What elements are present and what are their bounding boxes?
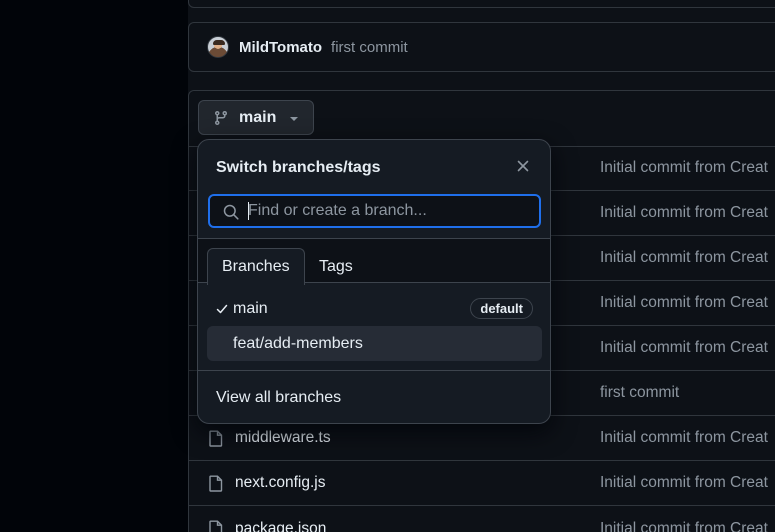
latest-commit-bar: MildTomato first commit xyxy=(188,22,775,72)
file-commit-message[interactable]: Initial commit from Creat xyxy=(600,429,768,446)
default-badge: default xyxy=(470,298,533,319)
file-icon xyxy=(209,475,223,492)
table-row[interactable]: package.json Initial commit from Creat xyxy=(189,506,775,532)
git-branch-icon xyxy=(214,110,227,125)
branch-item-feat-add-members[interactable]: feat/add-members xyxy=(207,326,542,361)
file-icon xyxy=(209,430,223,447)
file-list-header: main xyxy=(189,91,775,147)
branch-item-label: feat/add-members xyxy=(233,334,363,352)
branch-select-button[interactable]: main xyxy=(198,100,314,135)
previous-box xyxy=(188,0,775,8)
branch-item-main[interactable]: main default xyxy=(207,291,542,326)
branch-search-input[interactable] xyxy=(248,196,533,226)
dropdown-footer: View all branches xyxy=(198,370,550,423)
text-cursor xyxy=(248,202,249,220)
tab-branches[interactable]: Branches xyxy=(207,248,305,285)
file-name[interactable]: package.json xyxy=(235,519,327,532)
file-commit-message[interactable]: Initial commit from Creat xyxy=(600,474,768,491)
commit-message[interactable]: first commit xyxy=(331,38,408,56)
commit-author[interactable]: MildTomato xyxy=(239,38,323,56)
file-icon xyxy=(209,520,223,532)
file-commit-message[interactable]: Initial commit from Creat xyxy=(600,249,768,266)
branch-search-field xyxy=(208,194,541,228)
file-commit-message[interactable]: Initial commit from Creat xyxy=(600,204,768,221)
file-name[interactable]: next.config.js xyxy=(235,474,326,491)
search-icon xyxy=(223,204,239,220)
avatar[interactable] xyxy=(207,36,229,58)
table-row[interactable]: middleware.ts Initial commit from Creat xyxy=(189,416,775,461)
branch-item-label: main xyxy=(233,299,268,317)
branch-select-label: main xyxy=(239,108,277,126)
branch-switch-dropdown: Switch branches/tags Branches Tags main … xyxy=(197,139,551,424)
file-commit-message[interactable]: first commit xyxy=(600,384,680,401)
file-commit-message[interactable]: Initial commit from Creat xyxy=(600,159,768,176)
view-all-branches-link[interactable]: View all branches xyxy=(216,389,342,406)
check-icon xyxy=(216,304,228,314)
file-name[interactable]: middleware.ts xyxy=(235,429,331,446)
file-commit-message[interactable]: Initial commit from Creat xyxy=(600,294,768,311)
close-icon[interactable] xyxy=(516,159,530,173)
file-commit-message[interactable]: Initial commit from Creat xyxy=(600,519,768,532)
table-row[interactable]: next.config.js Initial commit from Creat xyxy=(189,461,775,506)
tab-tags[interactable]: Tags xyxy=(319,257,353,275)
branch-tag-tabs: Branches Tags xyxy=(198,238,550,285)
dropdown-title: Switch branches/tags xyxy=(216,159,381,176)
chevron-down-icon xyxy=(290,116,299,121)
file-commit-message[interactable]: Initial commit from Creat xyxy=(600,339,768,356)
